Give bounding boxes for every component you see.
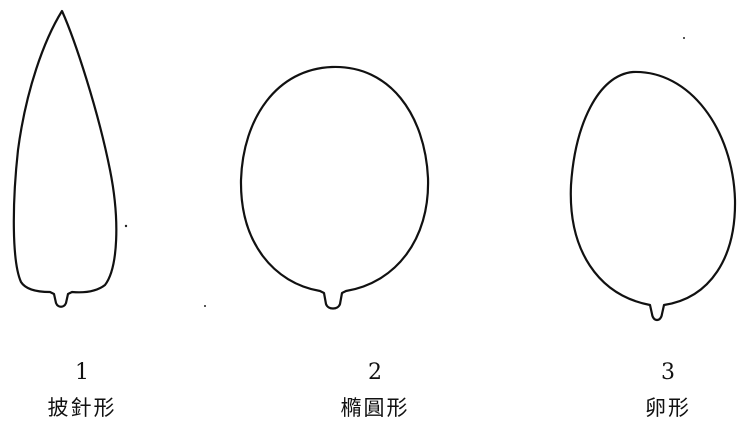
leaf-number: 1 <box>75 360 89 385</box>
leaf-elliptic <box>239 65 430 310</box>
caption-leaf-1: 1 披針形 <box>22 360 142 422</box>
leaf-elliptic-outline <box>239 65 430 310</box>
speck-dot <box>124 224 128 228</box>
caption-leaf-2: 2 橢圓形 <box>315 360 435 422</box>
leaf-number: 2 <box>368 360 382 385</box>
leaf-shape-name: 卵形 <box>645 396 691 420</box>
leaf-ovate <box>569 70 737 322</box>
speck-dot <box>204 305 206 307</box>
leaf-drawings <box>12 9 737 322</box>
leaf-shape-name: 橢圓形 <box>340 396 410 420</box>
leaf-shape-name: 披針形 <box>47 396 117 420</box>
speck-dot <box>683 37 685 39</box>
leaf-lanceolate-outline <box>12 9 118 308</box>
leaf-number: 3 <box>661 360 675 385</box>
leaf-ovate-outline <box>569 70 737 322</box>
caption-leaf-3: 3 卵形 <box>608 360 728 422</box>
leaf-lanceolate <box>12 9 118 308</box>
